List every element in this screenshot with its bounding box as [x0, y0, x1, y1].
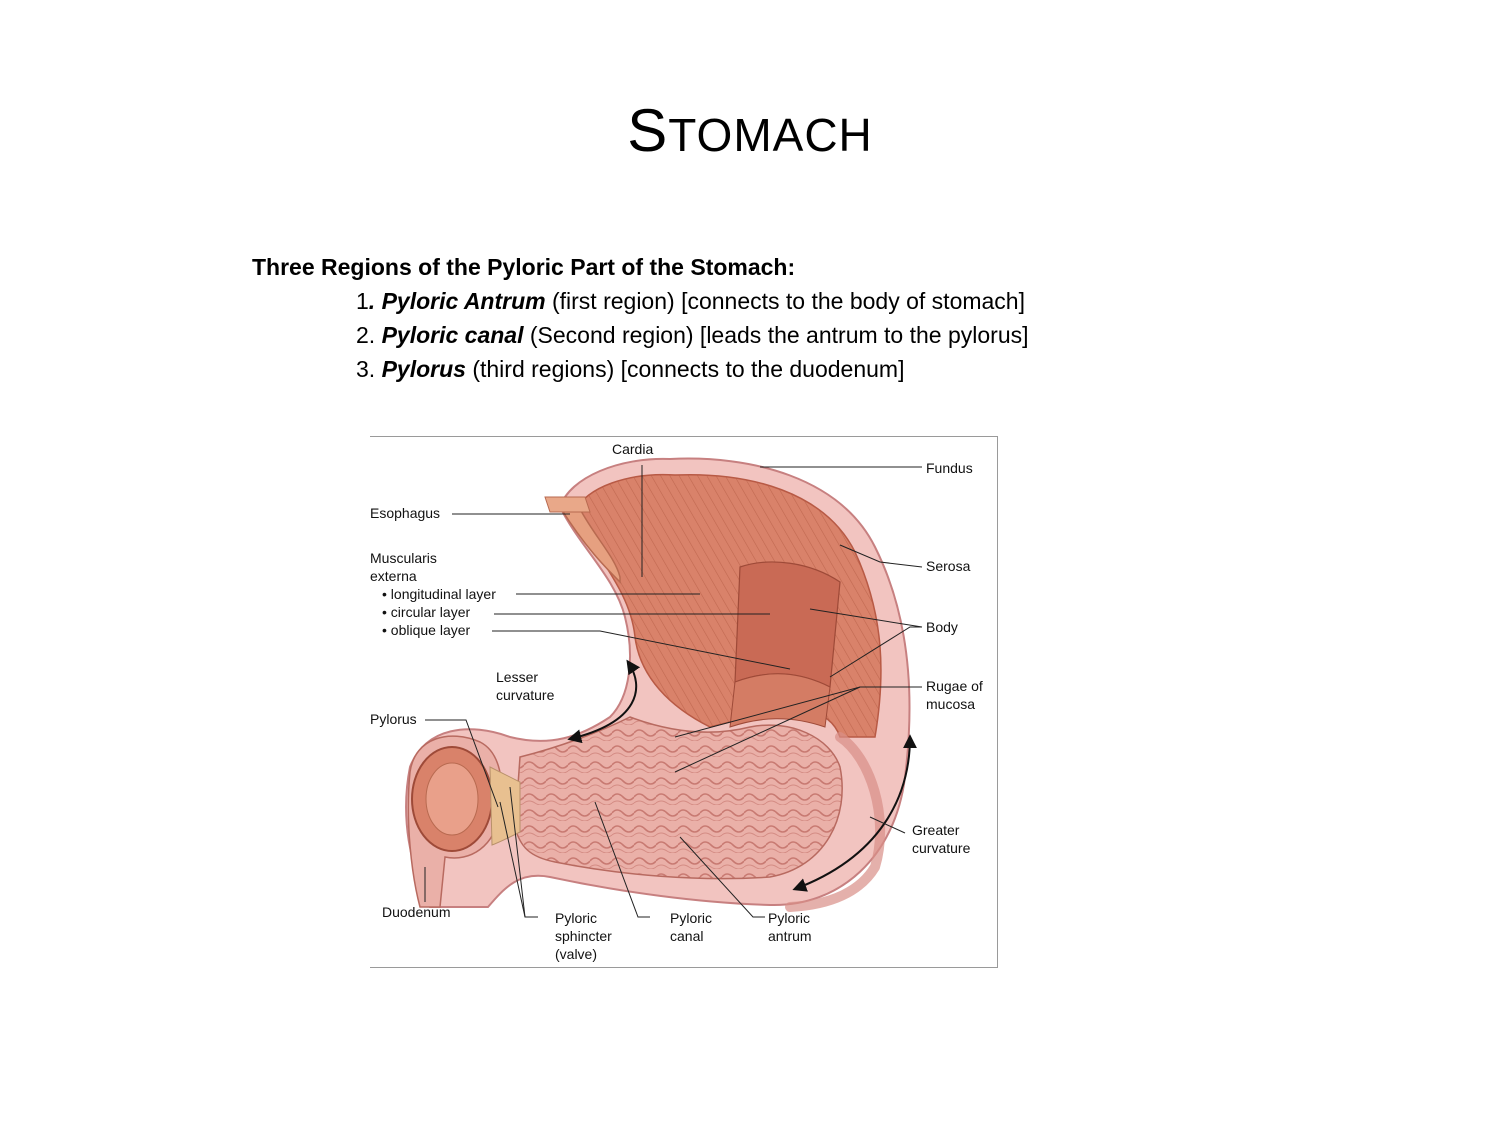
label-fundus: Fundus — [926, 460, 973, 476]
lesser-curvature-arrow — [567, 659, 641, 744]
region-name: Pyloric canal — [381, 322, 524, 348]
slide-title: STOMACH — [0, 100, 1500, 161]
label-oblique-layer: • oblique layer — [382, 622, 471, 638]
title-initial: S — [627, 96, 669, 164]
region-detail: (Second region) [leads the antrum to the… — [523, 322, 1029, 348]
label-esophagus: Esophagus — [370, 505, 441, 521]
label-greater-curvature-2: curvature — [912, 840, 971, 856]
label-pyloric-sphincter: Pyloric — [555, 910, 598, 926]
label-body: Body — [926, 619, 958, 635]
region-list: 1. Pyloric Antrum (first region) [connec… — [252, 284, 1252, 386]
region-number: 3. — [356, 356, 376, 382]
region-name: Pylorus — [381, 356, 466, 382]
label-pyloric-antrum: Pyloric — [768, 910, 811, 926]
label-pylorus: Pylorus — [370, 711, 417, 727]
region-number: 2. — [356, 322, 376, 348]
region-number: 1 — [356, 288, 369, 314]
label-greater-curvature: Greater — [912, 822, 960, 838]
region-item: 2. Pyloric canal (Second region) [leads … — [356, 318, 1252, 352]
stomach-illustration — [405, 457, 923, 918]
title-rest: TOMACH — [668, 108, 873, 161]
label-pyloric-canal: Pyloric — [670, 910, 713, 926]
region-item: 1. Pyloric Antrum (first region) [connec… — [356, 284, 1252, 318]
region-name: Pyloric Antrum — [381, 288, 546, 314]
leader-lines — [424, 465, 923, 918]
label-longitudinal-layer: • longitudinal layer — [382, 586, 496, 602]
region-detail: (third regions) [connects to the duodenu… — [465, 356, 905, 382]
regions-section: Three Regions of the Pyloric Part of the… — [252, 250, 1252, 386]
label-muscularis-externa: externa — [370, 568, 417, 584]
label-pyloric-canal-2: canal — [670, 928, 704, 944]
label-cardia: Cardia — [612, 441, 654, 457]
regions-heading: Three Regions of the Pyloric Part of the… — [252, 254, 796, 280]
label-circular-layer: • circular layer — [382, 604, 471, 620]
label-serosa: Serosa — [926, 558, 971, 574]
label-lesser-curvature-2: curvature — [496, 687, 555, 703]
label-pyloric-antrum-2: antrum — [768, 928, 812, 944]
label-pyloric-sphincter-2: sphincter — [555, 928, 612, 944]
stomach-diagram: Cardia Fundus Esophagus Serosa Musculari… — [370, 436, 998, 968]
region-item: 3. Pylorus (third regions) [connects to … — [356, 352, 1252, 386]
label-rugae: Rugae of — [926, 678, 983, 694]
label-lesser-curvature: Lesser — [496, 669, 539, 685]
esophagus-tube — [558, 506, 621, 584]
oblique-layer-band — [729, 673, 831, 728]
label-rugae-mucosa: mucosa — [926, 696, 976, 712]
region-detail: (first region) [connects to the body of … — [545, 288, 1025, 314]
label-pyloric-sphincter-3: (valve) — [555, 946, 598, 962]
label-muscularis: Muscularis — [370, 550, 437, 566]
label-duodenum: Duodenum — [382, 904, 451, 920]
region-sep: . — [368, 288, 382, 314]
